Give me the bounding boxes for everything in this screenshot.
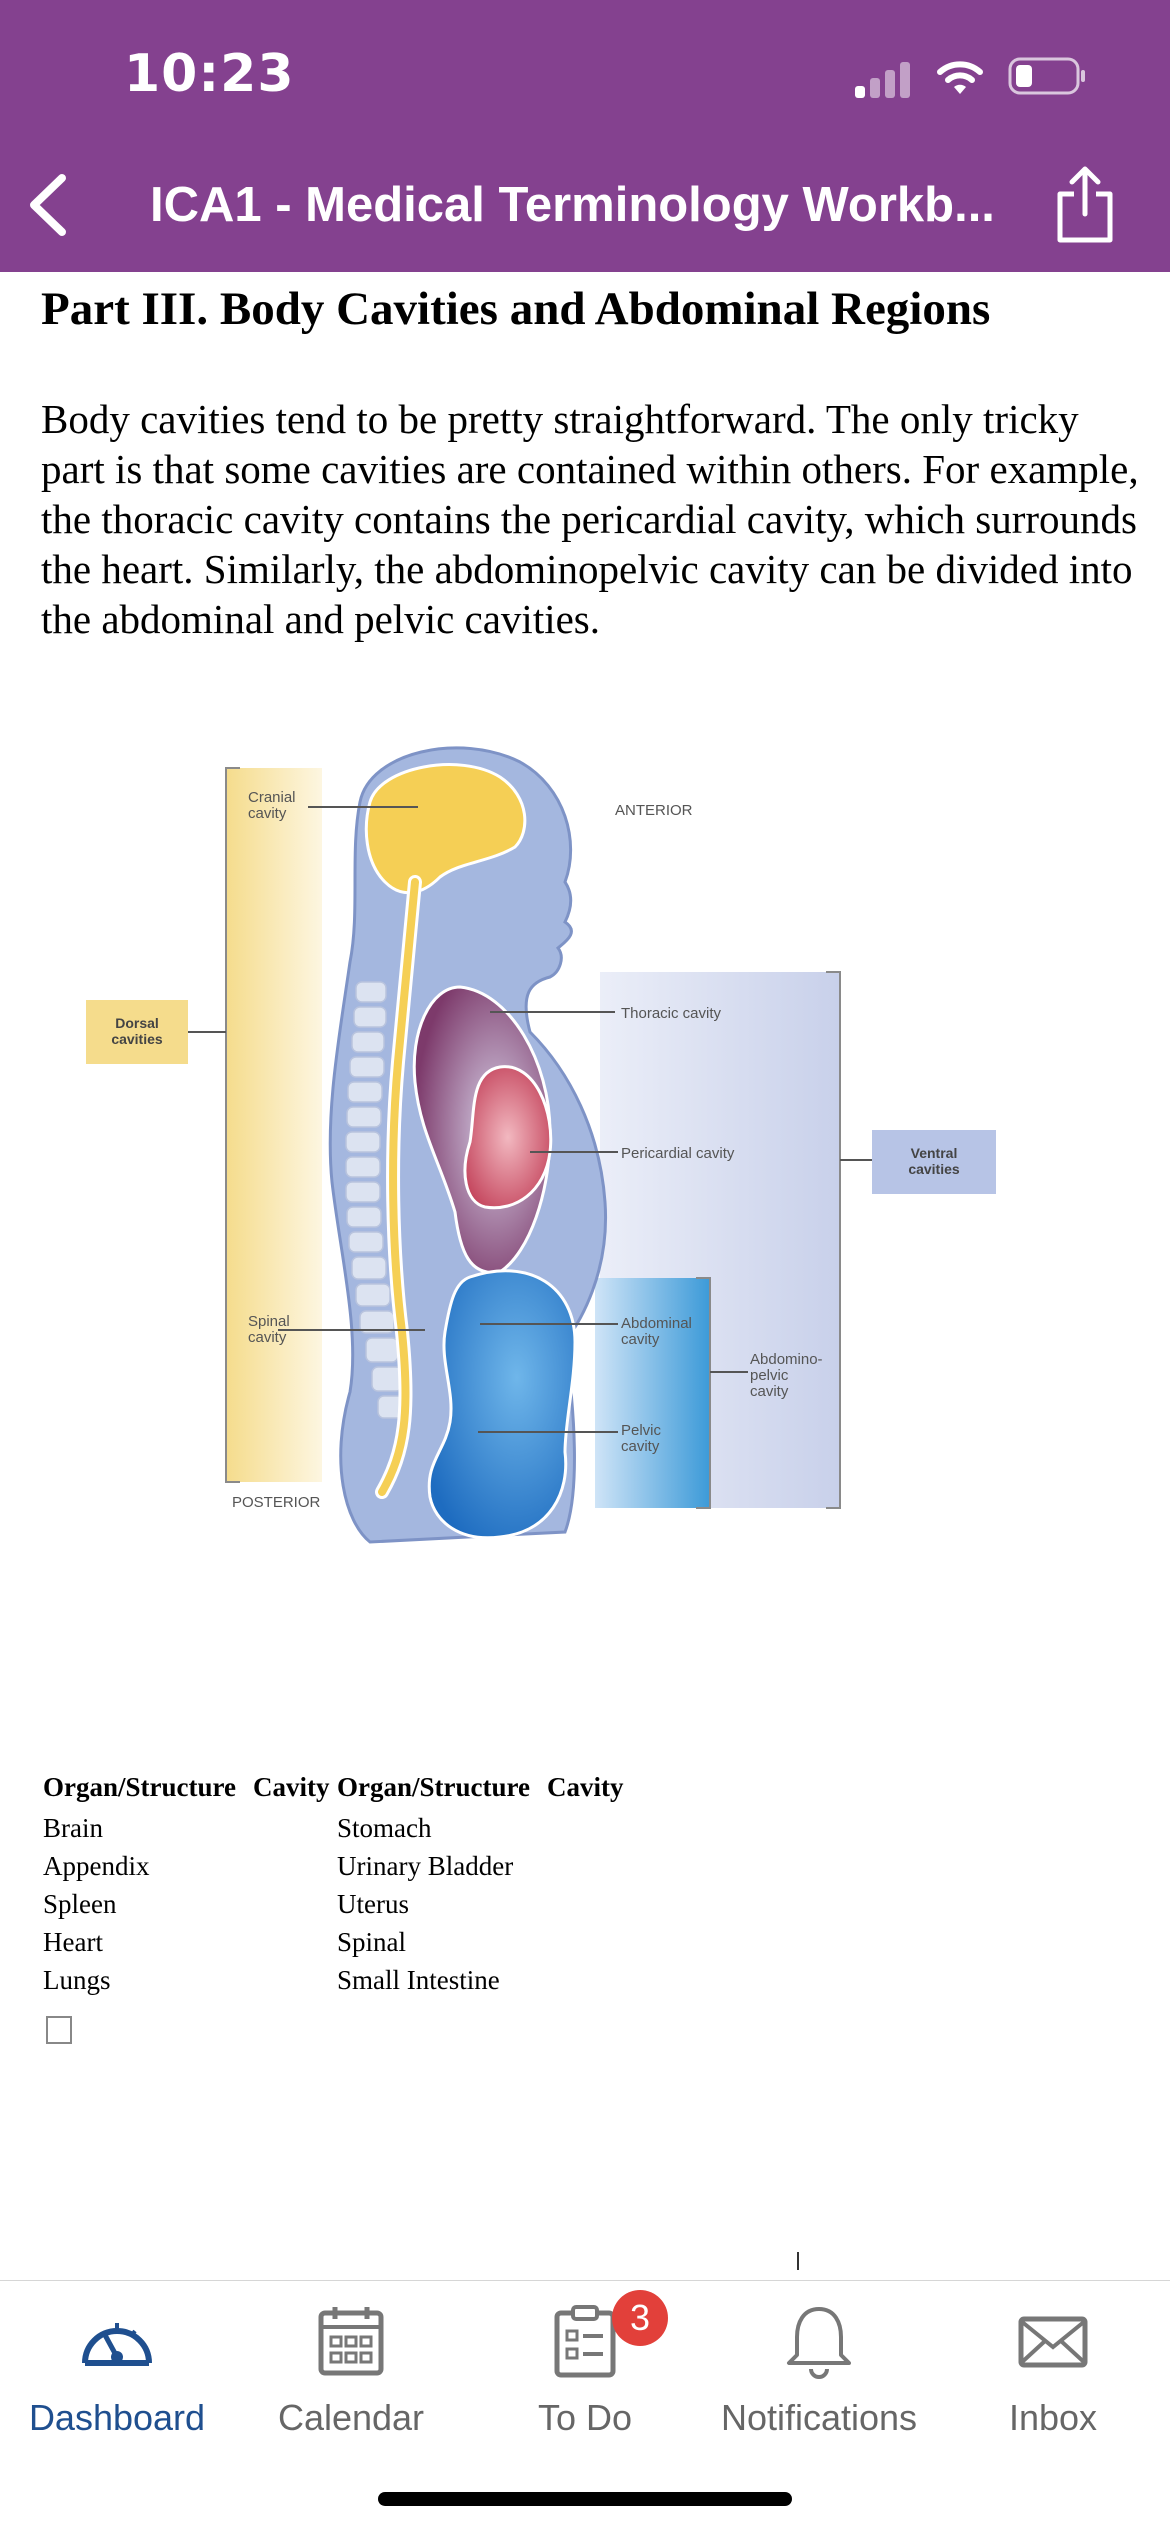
battery-icon — [1008, 57, 1085, 95]
table-cell: Stomach — [337, 1813, 432, 1843]
document-heading: Part III. Body Cavities and Abdominal Re… — [41, 283, 991, 335]
cellular-signal-icon — [855, 58, 915, 98]
svg-text:cavity: cavity — [621, 1331, 660, 1348]
table-header-row: Organ/Structure Cavity Organ/Structure C… — [43, 1772, 624, 1809]
svg-text:cavity: cavity — [750, 1383, 789, 1400]
document-viewer[interactable]: Part III. Body Cavities and Abdominal Re… — [0, 272, 1170, 2270]
table-row: Spleen Uterus — [43, 1885, 624, 1923]
table-cell: Appendix — [43, 1851, 150, 1881]
figure-label-abdominal: Abdominal — [621, 1315, 692, 1332]
todo-count-badge: 3 — [612, 2290, 668, 2346]
table-cell — [547, 1847, 624, 1885]
table-row: Heart Spinal — [43, 1923, 624, 1961]
svg-text:cavity: cavity — [621, 1438, 660, 1455]
column-header: Organ/Structure — [337, 1772, 530, 1802]
table-cell — [547, 1923, 624, 1961]
figure-label-anterior: ANTERIOR — [615, 802, 693, 819]
figure-label-dorsal: Dorsal — [115, 1015, 159, 1031]
figure-label-pelvic: Pelvic — [621, 1422, 662, 1439]
tab-label: Notifications — [720, 2397, 918, 2438]
column-header: Cavity — [547, 1772, 624, 1802]
column-header: Organ/Structure — [43, 1772, 236, 1802]
table-row: Lungs Small Intestine — [43, 1961, 624, 1999]
table-cell: Small Intestine — [337, 1965, 500, 1995]
tab-notifications[interactable]: Notifications — [702, 2301, 936, 2451]
table-cell — [253, 1847, 337, 1885]
tab-label: Inbox — [1008, 2397, 1098, 2438]
tab-todo[interactable]: To Do — [468, 2301, 702, 2451]
document-checkbox[interactable] — [46, 2016, 72, 2044]
table-cell: Brain — [43, 1813, 103, 1843]
figure-label-cranial: Cranial — [248, 789, 296, 806]
table-cell: Uterus — [337, 1889, 409, 1919]
table-cell: Heart — [43, 1927, 103, 1957]
status-time: 10:23 — [124, 44, 295, 104]
top-bar: 10:23 ICA1 - Medical Terminology Workb..… — [0, 0, 1170, 272]
todo-icon — [554, 2305, 616, 2378]
table-cell — [547, 1809, 624, 1847]
table-cell: Spinal — [337, 1927, 407, 1957]
svg-text:cavity: cavity — [248, 1329, 287, 1346]
tab-label: Calendar — [277, 2397, 425, 2438]
svg-text:pelvic: pelvic — [750, 1367, 789, 1384]
tab-dashboard[interactable]: Dashboard — [0, 2301, 234, 2451]
calendar-icon — [318, 2307, 384, 2376]
table-cell: Urinary Bladder — [337, 1851, 514, 1881]
wifi-icon — [937, 61, 983, 94]
svg-text:cavity: cavity — [248, 805, 287, 822]
document-paragraph: Body cavities tend to be pretty straight… — [41, 396, 1139, 642]
table-cell — [253, 1961, 337, 1999]
table-cell — [253, 1885, 337, 1923]
figure-label-spinal: Spinal — [248, 1313, 290, 1330]
figure-label-posterior: POSTERIOR — [232, 1494, 321, 1511]
home-indicator[interactable] — [378, 2492, 792, 2506]
table-cell — [253, 1809, 337, 1847]
table-cell — [547, 1961, 624, 1999]
svg-text:cavities: cavities — [908, 1161, 960, 1177]
table-cell: Spleen — [43, 1889, 117, 1919]
organ-cavity-table: Organ/Structure Cavity Organ/Structure C… — [43, 1772, 624, 1999]
table-cell — [547, 1885, 624, 1923]
figure-label-ventral: Ventral — [911, 1145, 958, 1161]
table-cell: Lungs — [43, 1965, 111, 1995]
back-chevron-icon[interactable] — [20, 170, 80, 240]
tab-inbox[interactable]: Inbox — [936, 2301, 1170, 2451]
table-cell — [253, 1923, 337, 1961]
dashboard-icon — [82, 2323, 152, 2366]
mail-icon — [1018, 2316, 1088, 2368]
bottom-tab-bar: Dashboard Calendar To Do — [0, 2280, 1170, 2533]
page-title: ICA1 - Medical Terminology Workb... — [150, 178, 995, 232]
tab-label: To Do — [537, 2397, 633, 2438]
bell-icon — [787, 2307, 851, 2379]
tab-calendar[interactable]: Calendar — [234, 2301, 468, 2451]
figure-label-thoracic: Thoracic cavity — [621, 1005, 722, 1022]
tab-label: Dashboard — [28, 2397, 206, 2438]
figure-label-abdominopelvic: Abdomino- — [750, 1351, 823, 1368]
table-row: Brain Stomach — [43, 1809, 624, 1847]
table-row: Appendix Urinary Bladder — [43, 1847, 624, 1885]
share-icon[interactable] — [1052, 164, 1118, 246]
text-cursor — [797, 2252, 799, 2270]
figure-label-pericardial: Pericardial cavity — [621, 1145, 735, 1162]
svg-text:cavities: cavities — [111, 1031, 163, 1047]
body-cavities-figure: Cranial cavity ANTERIOR Thoracic cavity … — [86, 746, 996, 1544]
column-header: Cavity — [253, 1772, 330, 1802]
